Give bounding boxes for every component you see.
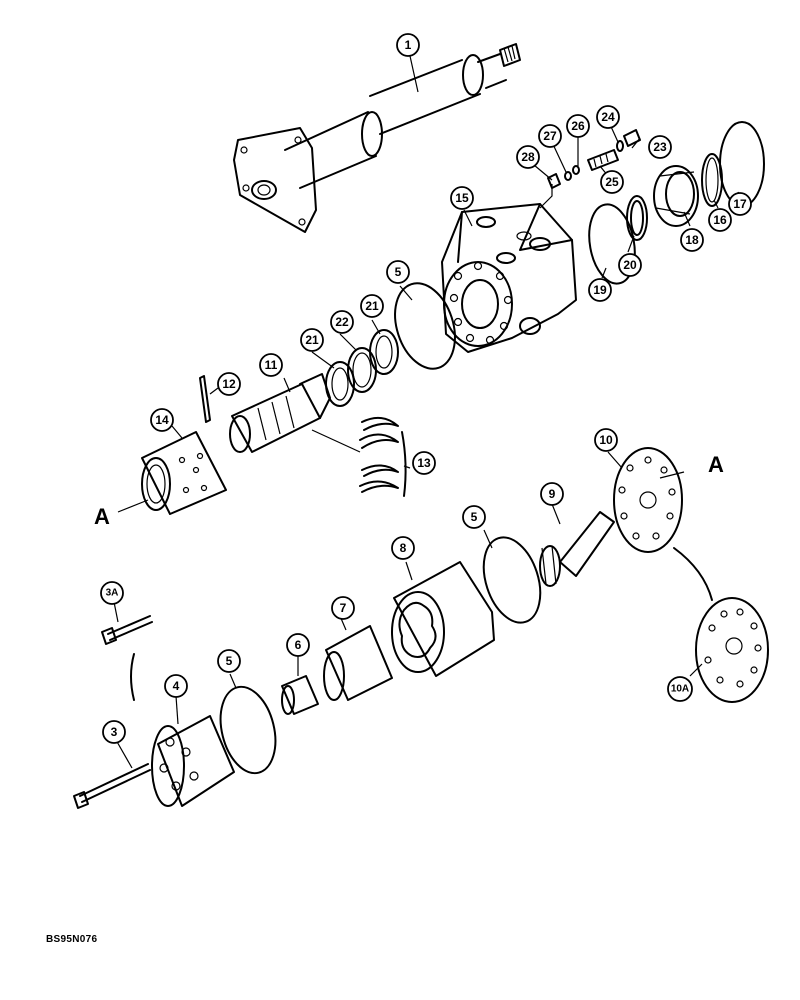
callout-5-middle: 5: [462, 505, 486, 529]
callout-3: 3: [102, 720, 126, 744]
svg-text:10A: 10A: [671, 684, 689, 695]
svg-text:22: 22: [335, 315, 349, 329]
callout-6: 6: [286, 633, 310, 657]
callout-26: 26: [566, 114, 590, 138]
drive-and-plate-parts: [482, 447, 769, 703]
callout-11: 11: [259, 353, 283, 377]
svg-text:9: 9: [549, 487, 556, 501]
callout-16: 16: [708, 208, 732, 232]
callout-3a: 3A: [100, 581, 124, 605]
svg-text:15: 15: [455, 191, 469, 205]
callout-9: 9: [540, 482, 564, 506]
svg-text:26: 26: [571, 119, 585, 133]
svg-text:14: 14: [155, 413, 169, 427]
callout-18: 18: [680, 228, 704, 252]
gerotor-parts: [281, 561, 495, 715]
svg-text:12: 12: [222, 377, 236, 391]
svg-text:23: 23: [653, 140, 667, 154]
steering-column-part: [233, 43, 521, 233]
svg-text:20: 20: [623, 258, 637, 272]
bearing-parts: [325, 282, 456, 407]
callout-19: 19: [588, 278, 612, 302]
svg-text:27: 27: [543, 129, 557, 143]
callout-24: 24: [596, 105, 620, 129]
spool-sleeve-parts: [141, 373, 407, 515]
svg-text:5: 5: [226, 654, 233, 668]
callout-21-right: 21: [360, 294, 384, 318]
svg-text:5: 5: [471, 510, 478, 524]
svg-text:16: 16: [713, 213, 727, 227]
callout-1: 1: [396, 33, 420, 57]
relief-valve-parts: [547, 129, 641, 189]
callout-10a: 10A: [667, 676, 693, 702]
svg-text:1: 1: [405, 38, 412, 52]
callout-22: 22: [330, 310, 354, 334]
callout-27: 27: [538, 124, 562, 148]
svg-text:5: 5: [395, 265, 402, 279]
svg-text:7: 7: [340, 601, 347, 615]
callout-10: 10: [594, 428, 618, 452]
svg-text:21: 21: [305, 333, 319, 347]
svg-text:24: 24: [601, 110, 615, 124]
callout-12: 12: [217, 372, 241, 396]
svg-text:17: 17: [733, 197, 747, 211]
svg-text:3: 3: [111, 725, 118, 739]
svg-text:10: 10: [599, 433, 613, 447]
svg-text:11: 11: [265, 358, 278, 372]
svg-text:19: 19: [593, 283, 607, 297]
callout-13: 13: [412, 451, 436, 475]
callout-28: 28: [516, 145, 540, 169]
callout-5-upper: 5: [386, 260, 410, 284]
callout-20: 20: [618, 253, 642, 277]
match-mark-a-right: A: [708, 452, 724, 477]
svg-text:8: 8: [400, 541, 407, 555]
callout-8: 8: [391, 536, 415, 560]
valve-housing-part: [441, 184, 577, 353]
svg-text:21: 21: [365, 299, 379, 313]
callout-23: 23: [648, 135, 672, 159]
svg-text:25: 25: [605, 175, 619, 189]
callout-17: 17: [728, 192, 752, 216]
callout-15: 15: [450, 186, 474, 210]
end-cap-parts: [73, 615, 277, 809]
callout-7: 7: [331, 596, 355, 620]
svg-text:28: 28: [521, 150, 535, 164]
callout-leaders: [113, 55, 743, 769]
svg-text:3A: 3A: [106, 588, 119, 599]
callout-5-lower: 5: [217, 649, 241, 673]
svg-text:13: 13: [417, 456, 431, 470]
svg-text:6: 6: [295, 638, 302, 652]
figure-code: BS95N076: [46, 934, 98, 945]
callout-21-left: 21: [300, 328, 324, 352]
callout-25: 25: [600, 170, 624, 194]
svg-text:18: 18: [685, 233, 699, 247]
callout-4: 4: [164, 674, 188, 698]
match-mark-a-left: A: [94, 504, 110, 529]
svg-text:4: 4: [173, 679, 180, 693]
callout-14: 14: [150, 408, 174, 432]
